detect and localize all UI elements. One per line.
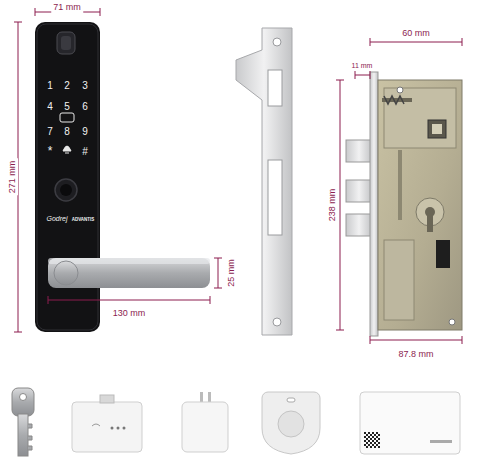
dimension-label-text: 271 mm [7,159,18,196]
keypad-digit-text: 1 [47,81,53,91]
keypad-symbol-text: * [48,145,53,157]
keypad-digit-text: 8 [64,127,70,137]
brand-logo: Godrej [46,208,67,224]
keypad-digit: 8 [64,122,70,138]
keypad-digit-text: 3 [82,81,88,91]
dimension-label-text: 238 mm [327,187,338,224]
dimension-label: 87.8 mm [396,344,435,360]
keypad-digit: 1 [47,76,53,92]
dimension-label-text: 130 mm [111,308,148,319]
dimension-label: 271 mm [2,159,18,196]
dimension-label: 238 mm [322,187,338,224]
keypad-symbol: # [82,142,88,158]
keypad-digit-text: 4 [47,102,53,112]
keypad-digit: 6 [82,97,88,113]
dimension-lines [14,8,462,344]
keypad-digit-text: 7 [47,127,53,137]
keypad-digit: 7 [47,122,53,138]
dimension-label: 60 mm [400,23,432,39]
dimension-label-text: 60 mm [400,28,432,39]
brand-logo: ADVANTIS [72,208,95,224]
keypad-digit: 9 [82,122,88,138]
dimension-label: 71 mm [51,0,83,13]
keypad-digit: 3 [82,76,88,92]
dimension-label: 11 mm [350,55,375,71]
brand-logo-text: ADVANTIS [72,218,95,223]
keypad-symbol-text: # [82,147,88,157]
rfid-tag [262,392,320,454]
key [12,388,34,456]
mortise-lock-body [346,72,462,336]
dimension-label-text: 71 mm [51,2,83,13]
keypad-digit-text: 2 [64,81,70,91]
keypad-symbol: * [48,142,53,158]
wifi-module [72,395,142,452]
dimension-label: 25 mm [221,257,237,289]
rfid-card [360,392,460,454]
brand-logo-text: Godrej [46,215,67,222]
dimension-label-text: 11 mm [350,61,375,70]
keypad-digit: 4 [47,97,53,113]
dimension-label-text: 87.8 mm [396,349,435,360]
keypad-digit: 5 [64,97,70,113]
dimension-label-text: 25 mm [226,257,237,289]
power-adapter [182,392,228,452]
keypad-digit-text: 5 [64,102,70,112]
strike-plate [236,28,292,335]
keypad-digit: 2 [64,76,70,92]
keypad-digit-text: 6 [82,102,88,112]
smart-lock-front [35,22,210,332]
keypad-digit-text: 9 [82,127,88,137]
dimension-label: 130 mm [111,303,148,319]
